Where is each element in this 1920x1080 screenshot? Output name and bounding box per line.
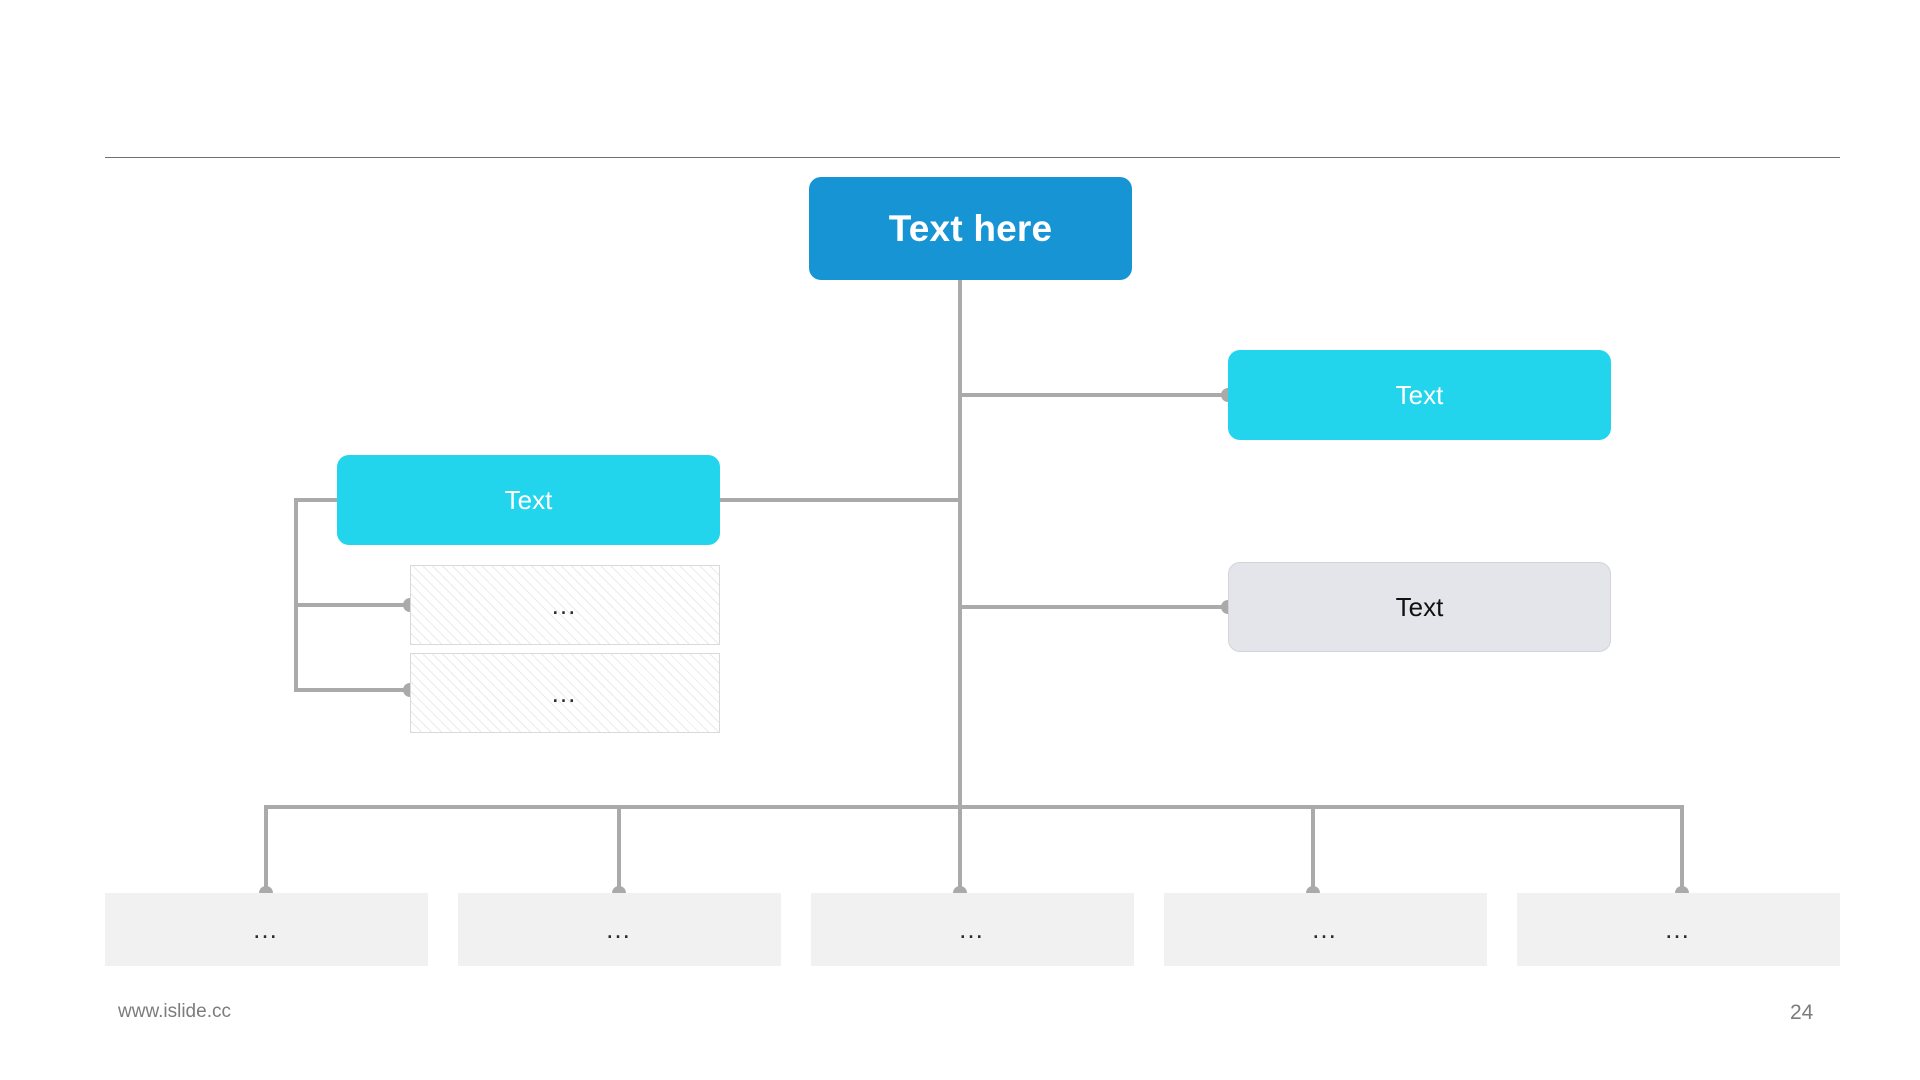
node-root-label: Text here [888, 207, 1053, 249]
connector-root-to-right-lower [958, 605, 1230, 609]
node-root[interactable]: Text here [809, 177, 1132, 280]
connector-root-to-left-mid [710, 498, 960, 502]
connector-center-spine [958, 280, 962, 807]
connector-left-rail-stub [294, 498, 338, 502]
connector-drop-leaf-4 [1311, 805, 1315, 893]
footer-url[interactable]: www.islide.cc [118, 1001, 231, 1022]
node-leaf-4[interactable]: … [1164, 893, 1487, 966]
node-left-mid-label: Text [504, 484, 553, 515]
header-divider [105, 157, 1840, 158]
node-leaf-3[interactable]: … [811, 893, 1134, 966]
node-sub-2[interactable]: … [410, 653, 720, 733]
connector-root-to-right-upper [958, 393, 1230, 397]
node-leaf-2-label: … [605, 914, 634, 944]
connector-left-to-sub-2 [294, 688, 410, 692]
connector-drop-leaf-1 [264, 805, 268, 893]
node-leaf-5-label: … [1664, 914, 1693, 944]
node-right-upper-label: Text [1395, 379, 1444, 410]
connector-drop-leaf-3 [958, 805, 962, 893]
node-right-lower[interactable]: Text [1228, 562, 1611, 652]
node-leaf-1-label: … [252, 914, 281, 944]
connector-drop-leaf-2 [617, 805, 621, 893]
node-right-lower-label: Text [1395, 591, 1444, 622]
node-leaf-2[interactable]: … [458, 893, 781, 966]
node-sub-2-label: … [550, 677, 580, 708]
node-leaf-4-label: … [1311, 914, 1340, 944]
connector-bottom-bus [264, 805, 1682, 809]
connector-left-sub-rail [294, 498, 298, 692]
node-leaf-3-label: … [958, 914, 987, 944]
connector-left-to-sub-1 [294, 603, 410, 607]
node-sub-1[interactable]: … [410, 565, 720, 645]
node-left-mid[interactable]: Text [337, 455, 720, 545]
node-right-upper[interactable]: Text [1228, 350, 1611, 440]
node-leaf-1[interactable]: … [105, 893, 428, 966]
node-sub-1-label: … [550, 589, 580, 620]
connector-drop-leaf-5 [1680, 805, 1684, 893]
node-leaf-5[interactable]: … [1517, 893, 1840, 966]
page-number: 24 [1790, 1001, 1814, 1024]
